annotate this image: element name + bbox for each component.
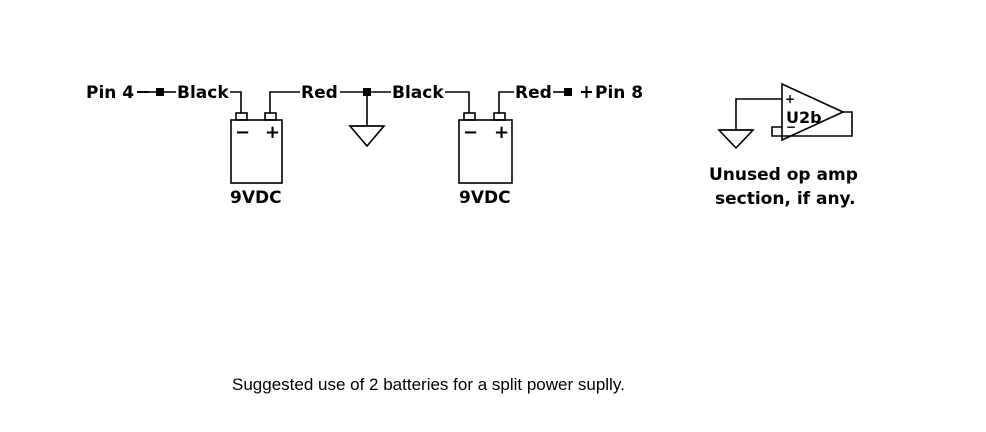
ground-symbol <box>348 125 386 148</box>
black-wire-label-2: Black <box>392 83 444 103</box>
red-wire-1 <box>269 91 300 113</box>
battery-1-minus: − <box>235 122 250 143</box>
opamp-note-line2: section, if any. <box>715 189 856 209</box>
opamp-feedback-wire <box>771 111 853 137</box>
battery-2-voltage: 9VDC <box>459 188 511 208</box>
battery-1-plus: + <box>265 122 280 143</box>
pin8-terminal-dot <box>564 88 572 96</box>
opamp-plus-input: + <box>785 92 795 106</box>
battery-2-plus: + <box>494 122 509 143</box>
red-wire-label-2: Red <box>515 83 552 103</box>
opamp-note-line1: Unused op amp <box>709 165 858 185</box>
battery-2-body <box>458 119 513 184</box>
black-wire-label-1: Black <box>177 83 229 103</box>
battery-2-pos-tab <box>493 112 506 121</box>
opamp-triangle <box>781 82 845 142</box>
battery-1-pos-tab <box>264 112 277 121</box>
opamp-name: U2b <box>786 108 822 127</box>
black-wire-1 <box>230 91 242 113</box>
battery-1-body <box>230 119 283 184</box>
pin4-label: Pin 4 <box>86 83 134 103</box>
center-junction-dot <box>363 88 371 96</box>
opamp-plus-to-ground-wire <box>735 98 782 130</box>
pin4-terminal-dot <box>156 88 164 96</box>
pin8-label: Pin 8 <box>595 83 643 103</box>
battery-1-voltage: 9VDC <box>230 188 282 208</box>
battery-1-neg-tab <box>235 112 248 121</box>
red-wire-label-1: Red <box>301 83 338 103</box>
battery-2-minus: − <box>463 122 478 143</box>
red-wire-2 <box>498 91 514 113</box>
diagram-caption: Suggested use of 2 batteries for a split… <box>232 375 625 394</box>
black-wire-2 <box>445 91 470 113</box>
opamp-minus-input: − <box>786 120 796 134</box>
battery-2-neg-tab <box>463 112 476 121</box>
opamp-ground-symbol <box>717 129 755 150</box>
